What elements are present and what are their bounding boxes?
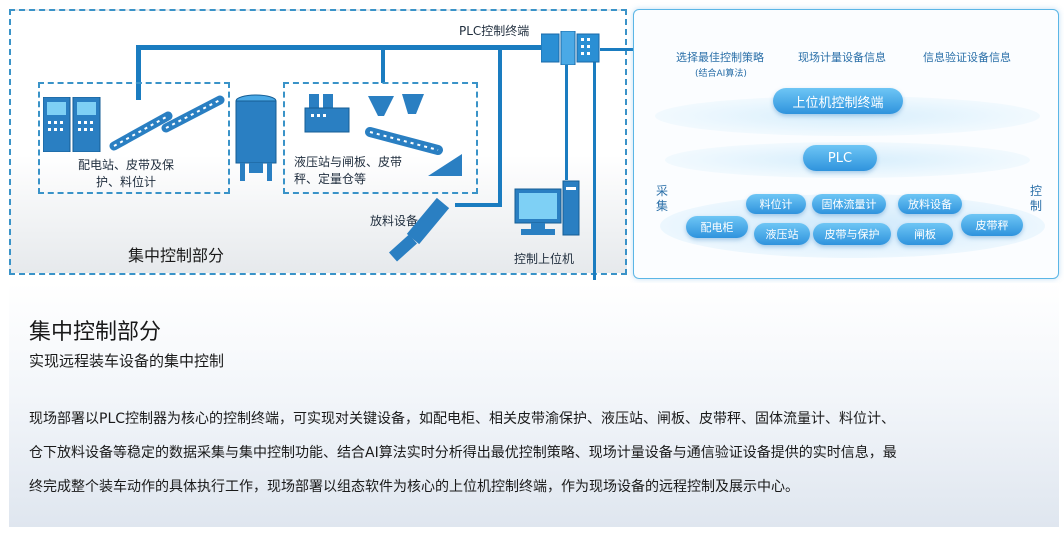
body-line-1: 现场部署以PLC控制器为核心的控制终端，可实现对关键设备，如配电柜、相关皮带渝保…: [29, 411, 896, 427]
device-gate: 闸板: [897, 223, 953, 245]
control-pc-label: 控制上位机: [514, 252, 575, 266]
plc-pill: PLC: [803, 145, 877, 171]
side-label-collect: 采集: [656, 184, 669, 213]
top-label-strategy-sub: (结合AI算法): [695, 69, 747, 79]
control-pc-icon: [513, 179, 583, 241]
wire-to-right-panel: [600, 48, 633, 51]
group1-label: 配电站、皮带及保 护、料位计: [78, 158, 175, 189]
main-bus-wire: [136, 45, 541, 50]
body-line-3: 终完成整个装车动作的具体执行工作，现场部署以组态软件为核心的上位机控制终端，作为…: [29, 479, 799, 495]
plc-terminal-label: PLC控制终端: [459, 24, 530, 38]
device-belt-scale: 皮带秤: [961, 214, 1023, 236]
top-label-metering: 现场计量设备信息: [798, 51, 886, 64]
device-distribution-cabinet: 配电柜: [686, 216, 748, 238]
device-solid-flowmeter: 固体流量计: [812, 194, 886, 214]
wire-plc-down: [593, 62, 596, 280]
section-body: 现场部署以PLC控制器为核心的控制终端，可实现对关键设备，如配电柜、相关皮带渝保…: [29, 402, 1034, 504]
gate-conveyor-icon: [358, 92, 473, 184]
description-section: [9, 283, 1059, 527]
wire-plc-pc: [565, 62, 568, 180]
top-label-verification: 信息验证设备信息: [923, 51, 1011, 64]
device-hydraulic-station: 液压站: [754, 223, 810, 245]
distribution-cabinet-icon: [42, 96, 101, 153]
belt-conveyor-icon: [108, 94, 226, 152]
discharge-label: 放料设备: [370, 214, 419, 228]
top-label-strategy: 选择最佳控制策略: [676, 51, 764, 64]
side-label-control: 控制: [1030, 184, 1043, 213]
group1-box: [38, 82, 230, 194]
wire-down-discharge: [498, 45, 502, 205]
section-subtitle: 实现远程装车设备的集中控制: [29, 352, 225, 370]
device-level-gauge: 料位计: [746, 194, 806, 214]
wire-drop-group1: [136, 45, 141, 100]
wire-drop-group2: [381, 45, 385, 83]
plc-terminal-icon: [540, 30, 601, 66]
body-line-2: 仓下放料设备等稳定的数据采集与集中控制功能、结合AI算法实时分析得出最优控制策略…: [29, 445, 897, 461]
wire-discharge-horizontal: [455, 203, 502, 207]
device-belt-protection: 皮带与保护: [813, 223, 891, 245]
upper-terminal-pill: 上位机控制终端: [773, 88, 903, 114]
section-label: 集中控制部分: [128, 246, 225, 265]
discharge-equipment-icon: [383, 195, 458, 267]
silo-icon: [234, 94, 278, 184]
group2-label: 液压站与闸板、皮带 秤、定量仓等: [294, 155, 403, 186]
device-discharge: 放料设备: [898, 194, 962, 214]
group2-box: [283, 82, 478, 194]
section-title: 集中控制部分: [29, 320, 162, 345]
hydraulic-station-icon: [303, 92, 351, 134]
